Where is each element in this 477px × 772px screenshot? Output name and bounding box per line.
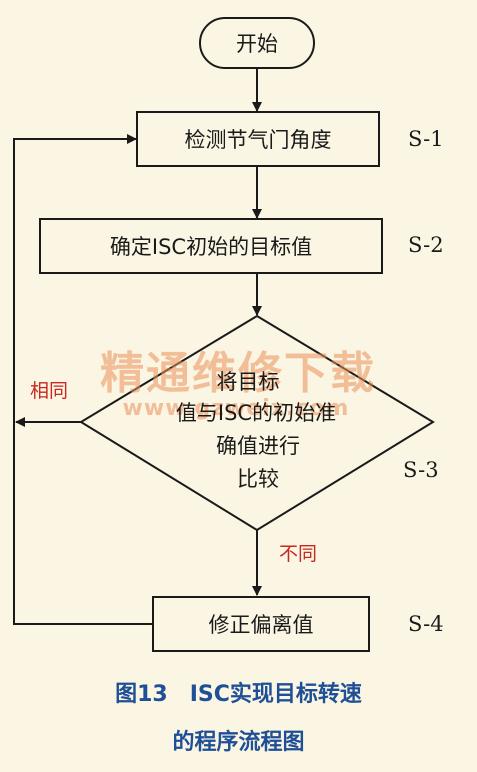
- process-label-s1: 检测节气门角度: [185, 128, 332, 152]
- decision-label-s3-line4: 比较: [237, 467, 279, 491]
- figure-caption-line1: 图13 ISC实现目标转速: [115, 682, 362, 707]
- step-label-s4: S-4: [408, 612, 444, 636]
- decision-label-s3-line2: 值与ISC的初始准: [176, 401, 336, 425]
- figure-caption-line2: 的程序流程图: [172, 730, 305, 755]
- branch-label-different: 不同: [279, 543, 317, 565]
- watermark-main: 精通维修下载: [100, 348, 376, 399]
- start-label: 开始: [236, 32, 278, 56]
- flowchart: 开始 检测节气门角度 S-1 确定ISC初始的目标值 S-2 精通维修下载 ww…: [13, 17, 444, 652]
- decision-label-s3-line3: 确值进行: [216, 434, 300, 458]
- branch-label-same: 相同: [30, 380, 68, 402]
- step-label-s3: S-3: [403, 458, 439, 482]
- step-label-s1: S-1: [408, 127, 444, 151]
- process-label-s4: 修正偏离值: [209, 613, 314, 637]
- process-box-s2: [39, 218, 383, 274]
- watermark-url: www.gzweix.com: [123, 396, 350, 421]
- feedback-loop-line: [13, 134, 153, 625]
- step-label-s2: S-2: [408, 233, 444, 257]
- process-label-s2: 确定ISC初始的目标值: [110, 235, 312, 259]
- decision-label-s3-line1: 将目标: [217, 370, 280, 394]
